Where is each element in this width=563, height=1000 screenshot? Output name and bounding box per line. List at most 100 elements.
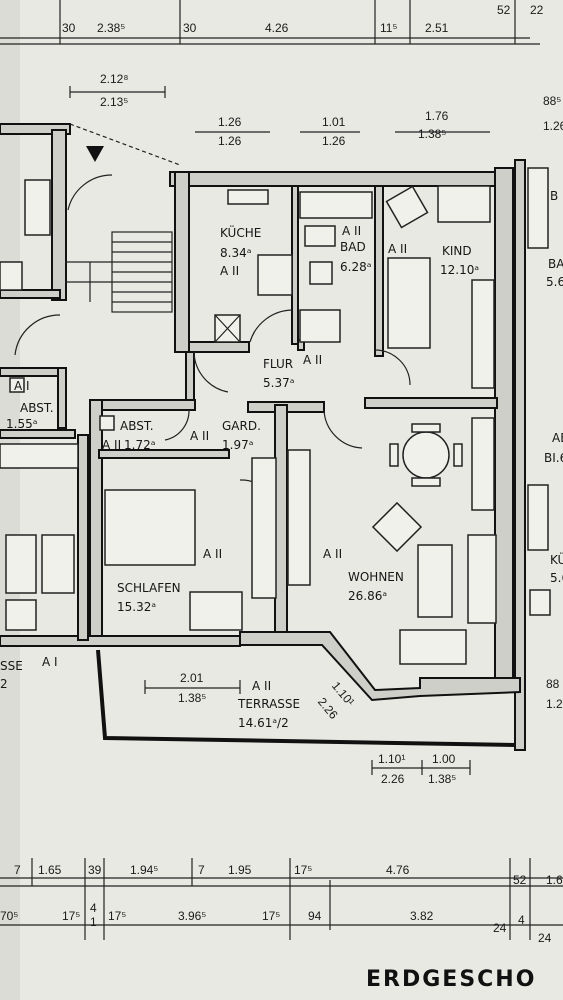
label-left-two: 2 <box>0 677 8 691</box>
dim-upper-3: 1.26 <box>218 134 242 148</box>
staircase <box>65 123 181 313</box>
dim-bottom1-7: 4.76 <box>386 863 410 877</box>
room-area-kueche: 8.34ᵃ <box>220 246 251 260</box>
dim-bottom2-1: 17⁵ <box>62 909 80 923</box>
dim-terrace-8: 88 <box>546 677 560 691</box>
dim-bottom1-0: 7 <box>14 863 21 877</box>
dim-top-6: 52 <box>497 3 511 17</box>
dim-terrace-0: 2.01 <box>180 671 204 685</box>
dim-bottom1-1: 1.65 <box>38 863 62 877</box>
room-code-abst-left: A I <box>14 379 30 393</box>
room-name-kind: KIND <box>442 244 472 258</box>
room-area-wohnen: 26.86ᵃ <box>348 589 387 603</box>
label-right-b: B <box>550 189 558 203</box>
paper-shadow-left <box>0 0 20 1000</box>
plan-title: ERDGESCHO <box>366 967 536 992</box>
dim-top-2: 30 <box>183 21 197 35</box>
room-code-wohnen: A II <box>323 547 342 561</box>
dim-bottom2-8: 3.82 <box>410 909 434 923</box>
label-right-bad: BAD <box>548 257 563 271</box>
room-code-gard: A II <box>190 429 209 443</box>
upper-dimension-chain: 2.12⁸ 2.13⁵ 1.26 1.26 1.01 1.26 1.76 1.3… <box>69 72 563 148</box>
label-right-ku-area: 5.6 <box>550 571 563 585</box>
dim-top-0: 30 <box>62 21 76 35</box>
room-area-flur: 5.37ᵃ <box>263 376 294 390</box>
furniture <box>0 167 551 665</box>
dim-upper-7: 1.38⁵ <box>418 127 446 141</box>
room-area-kind: 12.10ᵃ <box>440 263 479 277</box>
label-right-abst-area: BI.6 <box>544 451 563 465</box>
entrance-arrow-icon <box>86 146 104 162</box>
dim-bottom1-4: 7 <box>198 863 205 877</box>
label-left-code: A I <box>42 655 58 669</box>
room-area-bad: 6.28ᵃ <box>340 260 371 274</box>
dim-bottom2-6: 17⁵ <box>262 909 280 923</box>
dim-bottom2-5: 3.96⁵ <box>178 909 206 923</box>
dim-bottom2-11: 24 <box>538 931 552 945</box>
room-code-terrasse: A II <box>252 679 271 693</box>
room-name-flur: FLUR <box>263 357 293 371</box>
dim-top-3: 4.26 <box>265 21 289 35</box>
room-code-kueche: A II <box>220 264 239 278</box>
dim-top-5: 2.51 <box>425 21 449 35</box>
dim-terrace-5: 2.26 <box>381 772 405 786</box>
top-dimension-chain: 30 2.38⁵ 30 4.26 11⁵ 2.51 52 22 <box>0 0 544 45</box>
dim-bottom2-2: 4 <box>90 901 97 915</box>
room-code-kind: A II <box>388 242 407 256</box>
dim-bottom2-10: 4 <box>518 913 525 927</box>
dim-upper-1: 2.13⁵ <box>100 95 128 109</box>
dim-terrace-6: 1.00 <box>432 752 456 766</box>
dim-upper-2: 1.26 <box>218 115 242 129</box>
label-right-abst: AB <box>552 431 563 445</box>
room-labels: KÜCHE 8.34ᵃ A II BAD 6.28ᵃ A II KIND 12.… <box>0 189 563 730</box>
room-area-abst-left: 1.55ᵃ <box>6 417 37 431</box>
dim-terrace-4: 1.10¹ <box>378 752 405 766</box>
dim-bottom1-3: 1.94⁵ <box>130 863 158 877</box>
dim-terrace-9: 1.2 <box>546 697 563 711</box>
dim-upper-8: 88⁵ <box>543 94 561 108</box>
dim-top-1: 2.38⁵ <box>97 21 125 35</box>
room-name-gard: GARD. <box>222 419 261 433</box>
dim-bottom1-5: 1.95 <box>228 863 252 877</box>
dim-upper-5: 1.26 <box>322 134 346 148</box>
dim-bottom2-4: 17⁵ <box>108 909 126 923</box>
label-right-bad-area: 5.68 <box>546 275 563 289</box>
walls <box>0 123 526 751</box>
room-area-gard: 1.97ᵃ <box>222 438 253 452</box>
room-area-abst-mid: 1.72ᵃ <box>124 438 155 452</box>
room-area-terrasse: 14.61ᵃ/2 <box>238 716 289 730</box>
bottom-dimension-chain: 7 1.65 39 1.94⁵ 7 1.95 17⁵ 4.76 52 1.6 7… <box>0 858 563 945</box>
dim-terrace-7: 1.38⁵ <box>428 772 456 786</box>
room-name-kueche: KÜCHE <box>220 224 261 240</box>
room-code-schlafen: A II <box>203 547 222 561</box>
room-name-wohnen: WOHNEN <box>348 570 404 584</box>
dim-upper-4: 1.01 <box>322 115 346 129</box>
dim-bottom1-9: 1.6 <box>546 873 563 887</box>
dim-bottom2-0: 70⁵ <box>0 909 18 923</box>
dim-bottom1-6: 17⁵ <box>294 863 312 877</box>
dim-bottom2-9: 24 <box>493 921 507 935</box>
dim-bottom1-8: 52 <box>513 873 527 887</box>
dim-upper-0: 2.12⁸ <box>100 72 128 86</box>
dim-bottom1-2: 39 <box>88 863 102 877</box>
room-code-flur: A II <box>303 353 322 367</box>
label-left-terrasse: SSE <box>0 659 23 673</box>
dim-bottom2-3: 1 <box>90 915 97 929</box>
doors <box>14 174 411 506</box>
label-right-ku: KÜ <box>550 551 563 567</box>
dim-terrace-1: 1.38⁵ <box>178 691 206 705</box>
dim-upper-6: 1.76 <box>425 109 449 123</box>
dim-top-4: 11⁵ <box>380 21 397 35</box>
room-name-bad: BAD <box>340 240 366 254</box>
dim-top-7: 22 <box>530 3 544 17</box>
dim-upper-9: 1.26 <box>543 119 563 133</box>
room-area-schlafen: 15.32ᵃ <box>117 600 156 614</box>
room-name-terrasse: TERRASSE <box>237 697 300 711</box>
room-name-schlafen: SCHLAFEN <box>117 581 181 595</box>
dim-bottom2-7: 94 <box>308 909 322 923</box>
room-name-abst-mid: ABST. <box>120 419 154 433</box>
room-name-abst-left: ABST. <box>20 401 54 415</box>
room-code-abst-mid: A II <box>102 438 121 452</box>
room-code-bad: A II <box>342 224 361 238</box>
